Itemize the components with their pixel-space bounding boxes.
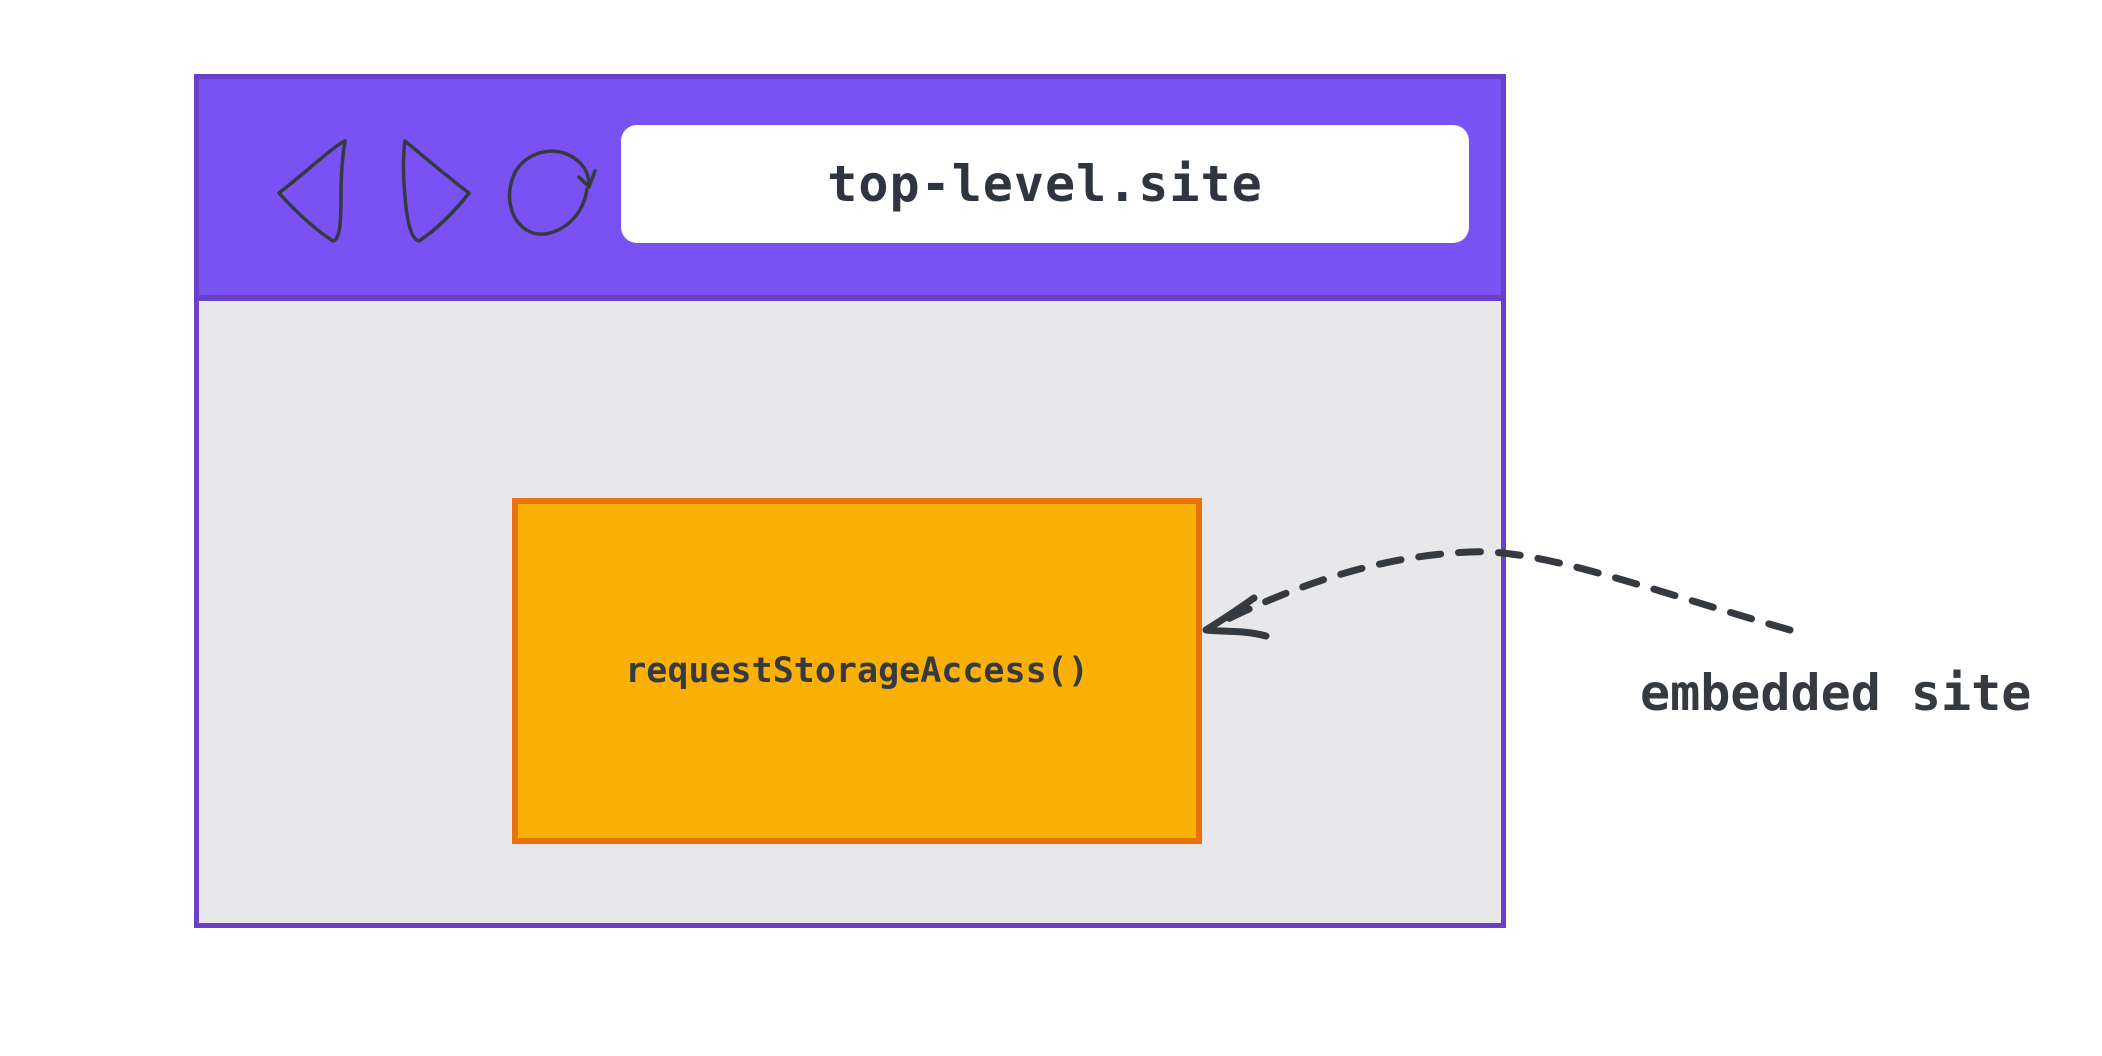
forward-arrow-icon[interactable]	[385, 127, 505, 247]
embedded-call-text: requestStorageAccess()	[625, 651, 1089, 691]
browser-window: top-level.site	[194, 74, 1506, 928]
embedded-site-label: embedded site	[1640, 664, 2032, 722]
browser-toolbar: top-level.site	[199, 79, 1501, 301]
reload-icon[interactable]	[489, 127, 609, 247]
back-arrow-icon[interactable]	[265, 127, 385, 247]
address-text: top-level.site	[827, 155, 1263, 213]
embedded-frame: requestStorageAccess()	[512, 498, 1202, 844]
address-bar[interactable]: top-level.site	[621, 125, 1469, 243]
